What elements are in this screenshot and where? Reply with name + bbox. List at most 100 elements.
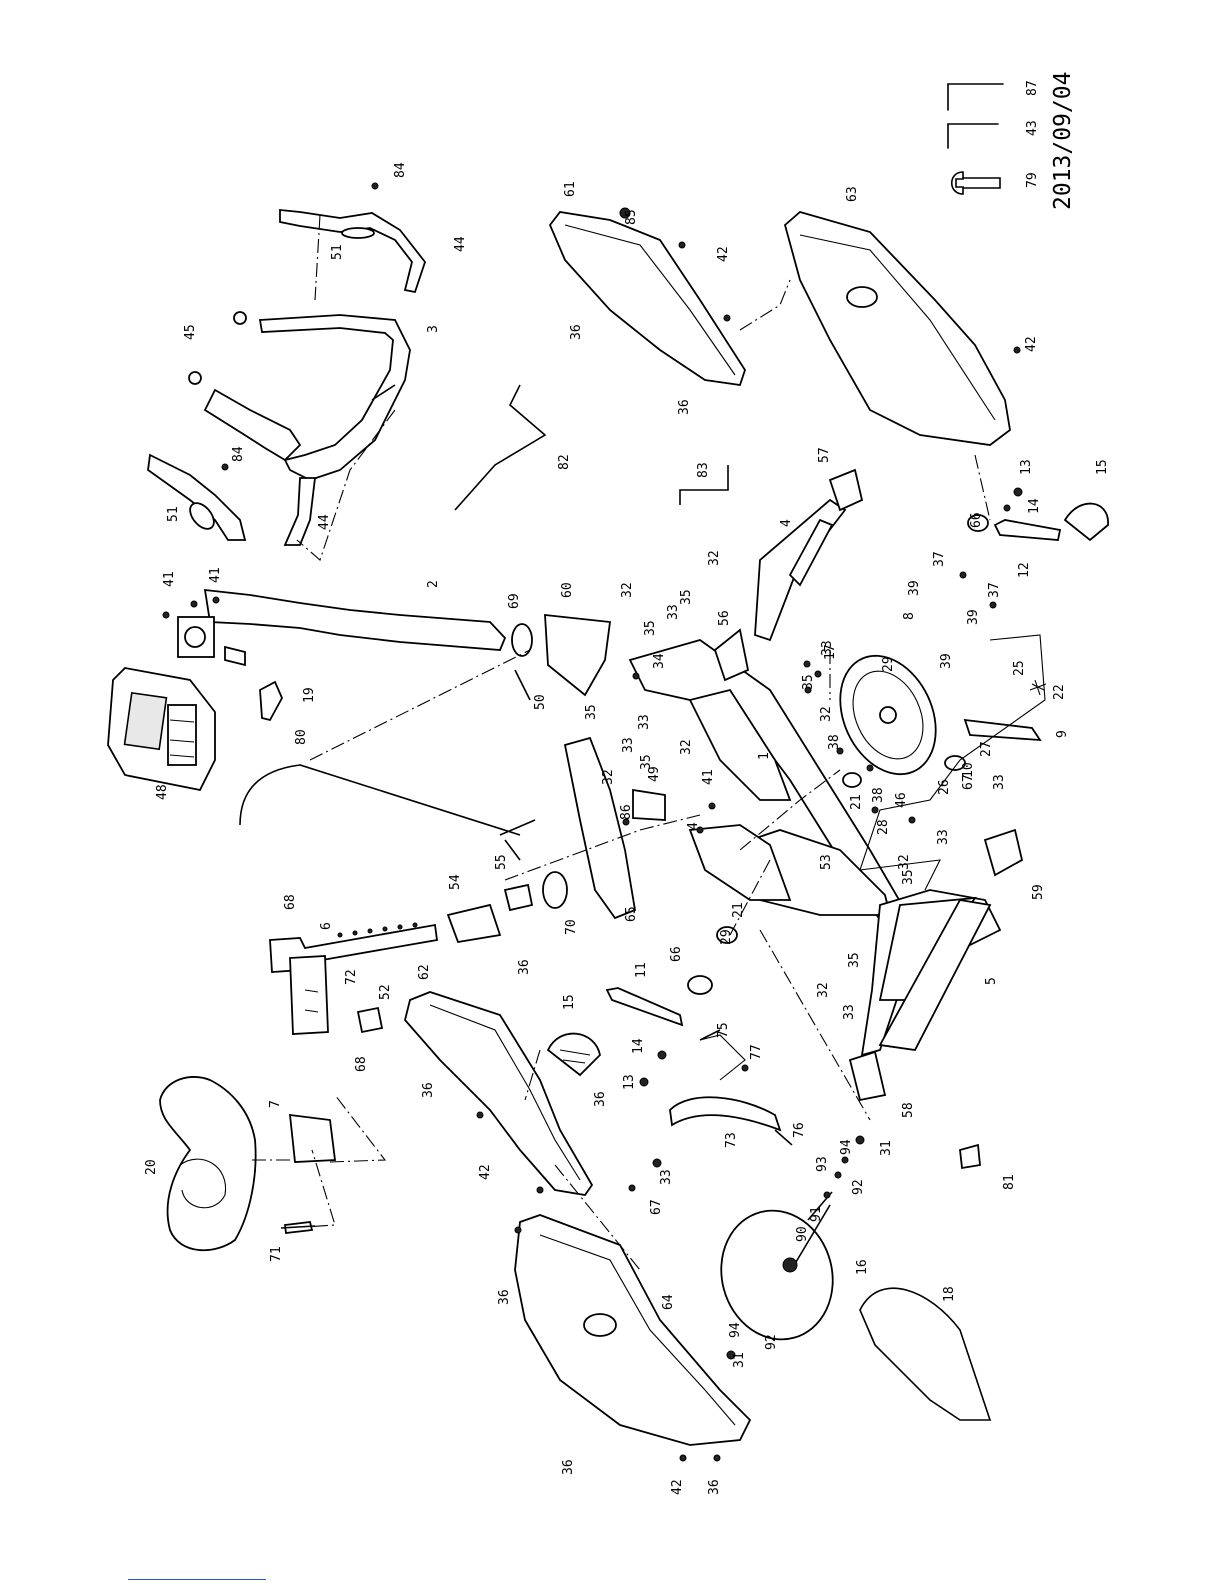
shroud-left-upper [404, 991, 594, 1196]
part-label-20: 20 [144, 1159, 159, 1175]
part-label-15: 15 [1095, 459, 1110, 475]
part-label-33b: 33 [621, 737, 636, 753]
part-label-35g: 35 [847, 952, 862, 968]
part-label-55: 55 [494, 854, 509, 870]
part-label-28: 28 [876, 819, 891, 835]
part-label-67b: 67 [649, 1199, 664, 1215]
cable-50 [514, 669, 531, 701]
shroud-right-upper [548, 211, 746, 386]
part-label-22: 22 [1052, 684, 1067, 700]
part-label-32b: 32 [707, 550, 722, 566]
part-label-37a: 37 [932, 551, 947, 567]
part-label-9: 9 [1055, 730, 1070, 738]
part-label-80: 80 [294, 729, 309, 745]
tool-label-43: 43 [1025, 120, 1040, 136]
part-label-26: 26 [937, 779, 952, 795]
part-label-41a: 41 [162, 571, 177, 587]
part-label-64: 64 [661, 1294, 676, 1310]
hardware-dots [162, 182, 1023, 1462]
part-label-35a: 35 [643, 620, 658, 636]
part-label-69: 69 [507, 593, 522, 609]
part-label-62: 62 [417, 964, 432, 980]
bolt-75 [699, 1029, 721, 1041]
part-label-21: 21 [849, 794, 864, 810]
part-label-92b: 92 [764, 1334, 779, 1350]
part-label-36f: 36 [497, 1289, 512, 1305]
part-label-33g: 33 [842, 1004, 857, 1020]
part-label-10: 10 [961, 762, 976, 778]
bracket-49 [632, 788, 666, 821]
part-label-82: 82 [557, 454, 572, 470]
part-label-81: 81 [1002, 1174, 1017, 1190]
part-label-32a: 32 [620, 582, 635, 598]
magnet-bracket-73 [669, 1096, 782, 1132]
part-label-73: 73 [724, 1132, 739, 1148]
part-label-17: 17 [823, 644, 838, 660]
part-label-61: 61 [563, 181, 578, 197]
seat-post [269, 922, 439, 1035]
part-label-42a: 42 [716, 246, 731, 262]
part-label-38b: 38 [871, 787, 886, 803]
part-label-68a: 68 [283, 894, 298, 910]
part-label-31b: 31 [732, 1352, 747, 1368]
part-label-36g: 36 [561, 1459, 576, 1475]
part-label-25: 25 [1012, 660, 1027, 676]
part-label-75: 75 [716, 1022, 731, 1038]
part-label-32d: 32 [601, 769, 616, 785]
hex-key-large-icon [947, 83, 1004, 111]
part-label-49: 49 [647, 766, 662, 782]
part-label-33a: 33 [666, 604, 681, 620]
part-label-34: 34 [652, 653, 667, 669]
part-label-35c: 35 [584, 704, 599, 720]
part-label-39c: 39 [939, 653, 954, 669]
cover-65 [563, 736, 637, 920]
part-label-31: 31 [879, 1140, 894, 1156]
part-label-27: 27 [979, 741, 994, 757]
part-label-21b: 21 [731, 902, 746, 918]
part-label-36h: 36 [707, 1479, 722, 1495]
part-label-63: 63 [845, 186, 860, 202]
part-label-14b: 14 [631, 1038, 646, 1054]
part-label-32e: 32 [819, 706, 834, 722]
part-label-39b: 39 [966, 609, 981, 625]
part-label-52: 52 [378, 984, 393, 1000]
part-label-70: 70 [564, 919, 579, 935]
part-label-77: 77 [749, 1044, 764, 1060]
part-label-1: 1 [757, 752, 772, 760]
part-label-32f: 32 [897, 854, 912, 870]
ring-69 [511, 623, 533, 657]
sensor-wire-83 [679, 465, 729, 505]
part-label-33e: 33 [992, 774, 1007, 790]
part-label-86: 86 [619, 804, 634, 820]
part-label-93: 93 [815, 1156, 830, 1172]
part-label-29b: 29 [719, 929, 734, 945]
washer-66-right [967, 514, 989, 532]
pedal-left [546, 1032, 601, 1077]
part-label-60: 60 [560, 582, 575, 598]
tools-legend: 87 43 79 2013/09/04 [947, 72, 1076, 210]
part-label-4b: 4 [686, 822, 701, 830]
part-label-18: 18 [942, 1286, 957, 1302]
part-label-36b: 36 [677, 399, 692, 415]
bolt-76 [774, 1129, 793, 1146]
part-label-44b: 44 [317, 514, 332, 530]
part-label-19: 19 [302, 687, 317, 703]
part-label-92a: 92 [851, 1179, 866, 1195]
assembly-lines [309, 279, 1046, 1271]
part-label-45: 45 [183, 324, 198, 340]
part-label-44a: 44 [453, 236, 468, 252]
part-label-35b: 35 [679, 589, 694, 605]
part-label-94a: 94 [839, 1139, 854, 1155]
part-label-66b: 66 [669, 946, 684, 962]
sleeve-54 [446, 903, 502, 944]
part-label-36d: 36 [421, 1082, 436, 1098]
part-label-7: 7 [268, 1100, 283, 1108]
part-label-33f: 33 [936, 829, 951, 845]
part-label-33h: 33 [659, 1169, 674, 1185]
part-label-54: 54 [448, 874, 463, 890]
part-label-11: 11 [634, 962, 649, 978]
bolt-71 [280, 1225, 316, 1229]
part-label-57: 57 [817, 447, 832, 463]
part-label-85: 85 [624, 209, 639, 225]
